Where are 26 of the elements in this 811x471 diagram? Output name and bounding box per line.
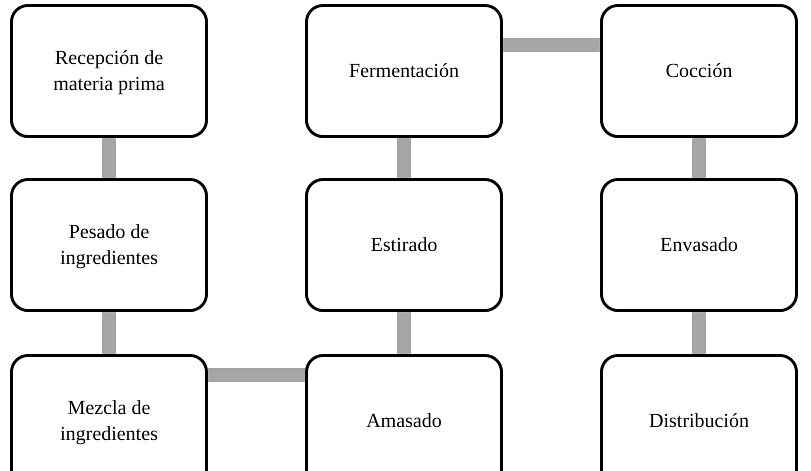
process-box	[305, 178, 503, 312]
process-box	[305, 354, 503, 471]
step-label: Amasado	[366, 409, 442, 434]
process-box	[600, 354, 798, 471]
connector	[692, 138, 706, 178]
process-box	[10, 354, 208, 471]
step-label: Distribución	[649, 409, 749, 434]
step-label: Envasado	[660, 233, 738, 258]
connector	[503, 38, 600, 52]
connector	[397, 138, 411, 178]
step-label: Estirado	[370, 233, 438, 258]
process-box	[600, 178, 798, 312]
process-box	[10, 178, 208, 312]
process-box	[10, 4, 208, 138]
connector	[692, 312, 706, 354]
step-label: Pesado de ingredientes	[59, 220, 159, 271]
process-box	[305, 4, 503, 138]
step-label: Cocción	[666, 59, 732, 84]
step-label: Mezcla de ingredientes	[59, 396, 159, 447]
step-label: Recepción de materia prima	[52, 46, 166, 97]
process-box	[600, 4, 798, 138]
connector	[208, 368, 305, 382]
connector	[102, 138, 116, 178]
connector	[397, 312, 411, 354]
connector	[102, 312, 116, 354]
step-label: Fermentación	[349, 59, 459, 84]
